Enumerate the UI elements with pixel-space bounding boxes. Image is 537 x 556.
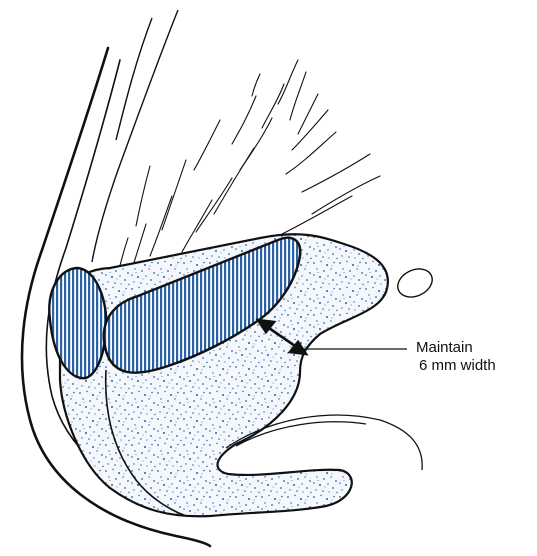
annotation-line-1: Maintain xyxy=(416,339,496,357)
hatched-medial-segment xyxy=(49,268,106,378)
width-annotation-label: Maintain 6 mm width xyxy=(416,339,496,375)
annotation-line-2: 6 mm width xyxy=(416,357,496,375)
brow-lines xyxy=(92,10,178,262)
nostril-outline xyxy=(393,264,437,303)
